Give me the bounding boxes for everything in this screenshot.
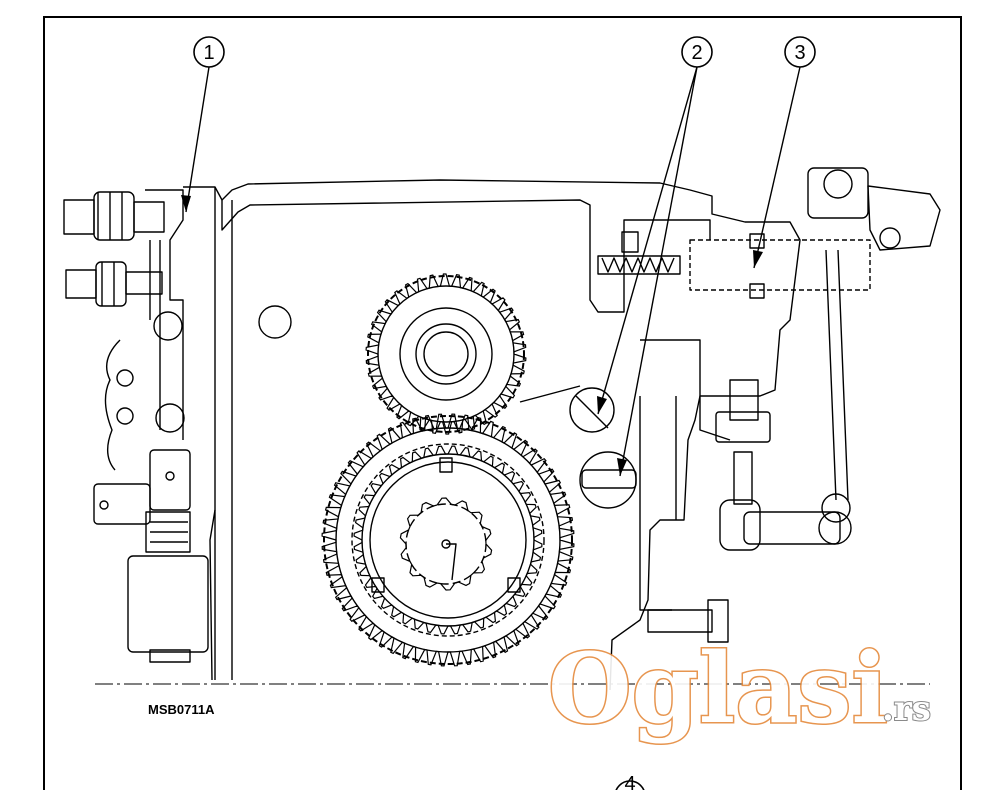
leader-2a	[597, 66, 698, 415]
solenoid-body	[127, 555, 209, 653]
watermark-logo: Oglasi .rs	[547, 631, 932, 747]
housing-bottom-left	[209, 509, 216, 681]
callout-circle-4	[615, 780, 645, 790]
hub-spline-teeth	[399, 497, 493, 591]
bolt-upper	[519, 385, 615, 433]
housing-bore	[258, 305, 292, 339]
housing-inner-outline	[221, 199, 711, 313]
callout-circle-2	[681, 36, 713, 68]
upper-gear-teeth	[365, 273, 527, 435]
lower-gear-teeth	[321, 413, 575, 667]
arrowhead-2b	[617, 458, 627, 476]
arrowhead-2a	[597, 396, 607, 414]
right-linkage	[597, 167, 941, 643]
callout-circle-1	[193, 36, 225, 68]
lower-gear-inner-teeth	[353, 445, 543, 635]
watermark-tld: .rs	[882, 689, 931, 729]
diagram-frame	[43, 16, 962, 790]
leader-2b	[619, 66, 698, 477]
leader-1	[185, 66, 210, 213]
watermark-brand: Oglasi	[548, 632, 888, 745]
figure-code: MSB0711A	[148, 702, 215, 717]
left-valve-assembly	[63, 189, 209, 663]
housing-left-wall	[214, 187, 233, 680]
callout-label-1: 1	[203, 42, 214, 64]
callout-circle-3	[784, 36, 816, 68]
callout-label-2: 2	[691, 42, 702, 64]
callout-label-3: 3	[794, 42, 805, 64]
leader-3	[753, 66, 801, 269]
arrowhead-3	[753, 250, 763, 268]
callout-label-4: 4	[624, 773, 635, 790]
housing-outline	[183, 179, 801, 691]
arrowhead-1	[181, 195, 191, 212]
bolt-lower	[579, 451, 637, 509]
